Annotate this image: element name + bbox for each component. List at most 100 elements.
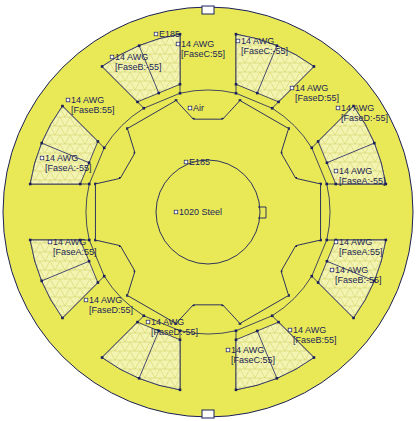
label-marker — [110, 55, 114, 59]
vertex-dot — [385, 239, 388, 242]
vertex-dot — [352, 317, 355, 320]
vertex-dot — [325, 239, 328, 242]
vertex-dot — [235, 92, 238, 95]
label-marker — [334, 240, 338, 244]
vertex-dot — [29, 183, 32, 186]
vertex-dot — [310, 147, 313, 150]
coil-divider — [139, 331, 159, 378]
vertex-dot — [179, 83, 182, 86]
region-label: 1020 Steel — [179, 207, 237, 217]
vertex-dot — [101, 65, 104, 68]
vertex-dot — [326, 161, 329, 164]
stator-slot — [102, 34, 180, 108]
vertex-dot — [334, 183, 337, 186]
tooth-tip — [86, 184, 89, 240]
keyway — [258, 207, 266, 218]
tooth-tip — [180, 90, 236, 93]
vertex-dot — [97, 140, 100, 143]
stator-notch — [202, 6, 214, 14]
coil-region — [102, 34, 180, 102]
vertex-dot — [61, 105, 64, 108]
vertex-dot — [138, 44, 141, 47]
label-marker — [40, 156, 44, 160]
region-label: 14 AWG [FaseC:55] — [231, 345, 289, 365]
label-marker — [226, 348, 230, 352]
label-marker — [66, 98, 70, 102]
label-marker — [236, 39, 240, 43]
region-label: 14 AWG [FaseB:-55] — [115, 52, 173, 72]
vertex-dot — [29, 239, 32, 242]
stator-outline — [3, 7, 413, 417]
region-label: 14 AWG [FaseD:-55] — [151, 317, 209, 337]
coil-divider — [42, 261, 89, 281]
vertex-dot — [277, 101, 280, 104]
vertex-dot — [235, 83, 238, 86]
vertex-dot — [235, 338, 238, 341]
vertex-dot — [373, 142, 376, 145]
vertex-dot — [97, 281, 100, 284]
vertex-dot — [235, 33, 238, 36]
rotor-outline — [95, 100, 320, 323]
region-label: E185 — [159, 29, 217, 39]
slots — [30, 34, 386, 390]
region-label: 14 AWG [FaseB:55] — [293, 325, 351, 345]
region-label: 14 AWG [FaseA:55] — [53, 237, 111, 257]
label-marker — [146, 320, 150, 324]
vertex-dot — [88, 260, 91, 263]
vertex-dot — [310, 275, 313, 278]
vertex-dot — [325, 183, 328, 186]
vertex-dot — [277, 321, 280, 324]
vertex-dot — [40, 142, 43, 145]
vertex-dot — [136, 321, 139, 324]
label-marker — [334, 169, 338, 173]
vertex-dot — [317, 140, 320, 143]
region-label: 14 AWG [FaseB:-55] — [335, 265, 393, 285]
label-marker — [48, 240, 52, 244]
vertex-dot — [256, 330, 259, 333]
label-marker — [176, 42, 180, 46]
tooth-tip — [327, 184, 330, 240]
vertex-dot — [235, 329, 238, 332]
region-label: 14 AWG [FaseB:55] — [71, 95, 129, 115]
vertex-dot — [103, 275, 106, 278]
vertex-dot — [235, 389, 238, 392]
vertex-dot — [103, 147, 106, 150]
vertex-dot — [136, 101, 139, 104]
vertex-dot — [138, 377, 141, 380]
region-label: 14 AWG [FaseA:-55] — [339, 166, 397, 186]
label-marker — [336, 106, 340, 110]
vertex-dot — [313, 356, 316, 359]
region-label: 14 AWG [FaseA:55] — [339, 237, 397, 257]
label-marker — [188, 106, 192, 110]
vertex-dot — [271, 107, 274, 110]
region-label: 14 AWG [FaseD:-55] — [341, 103, 399, 123]
coil-divider — [327, 143, 374, 163]
stator-notch — [202, 410, 214, 418]
label-marker — [288, 328, 292, 332]
vertex-dot — [101, 356, 104, 359]
vertex-dot — [313, 65, 316, 68]
vertex-dot — [143, 314, 146, 317]
vertex-dot — [40, 280, 43, 283]
region-label: 14 AWG [FaseC:55] — [181, 39, 239, 59]
region-label: 14 AWG [FaseA:-55] — [45, 153, 103, 173]
vertex-dot — [179, 338, 182, 341]
vertex-dot — [88, 239, 91, 242]
region-label: Air — [193, 103, 251, 113]
stator-slot — [30, 106, 104, 184]
vertex-dot — [157, 92, 160, 95]
shaft — [156, 160, 260, 264]
vertex-dot — [143, 107, 146, 110]
vertices — [29, 33, 387, 391]
vertex-dot — [317, 281, 320, 284]
region-label: 14 AWG [FaseC:-55] — [241, 36, 299, 56]
region-label: 14 AWG [FaseD:55] — [295, 83, 353, 103]
label-markers — [40, 32, 340, 352]
vertex-dot — [61, 317, 64, 320]
region-label: 14 AWG [FaseD:55] — [89, 295, 147, 315]
vertex-dot — [179, 92, 182, 95]
label-marker — [154, 32, 158, 36]
vertex-dot — [256, 92, 259, 95]
label-marker — [290, 86, 294, 90]
